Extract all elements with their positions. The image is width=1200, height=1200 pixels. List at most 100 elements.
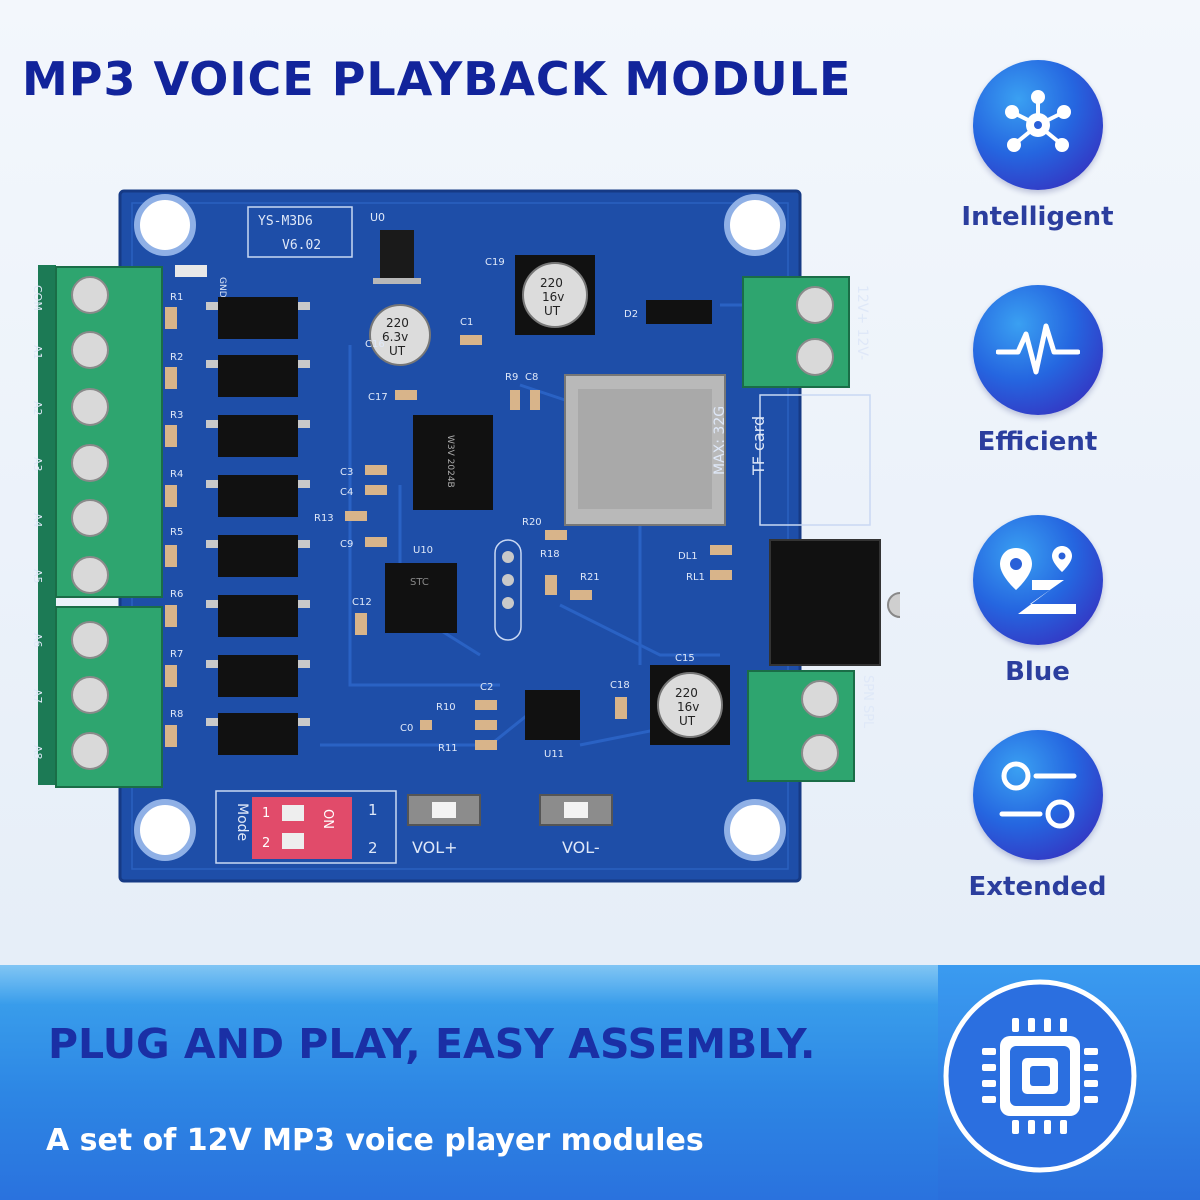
term-label-a3: A3 — [31, 457, 44, 472]
svg-text:UT: UT — [544, 304, 561, 318]
optocouplers — [218, 297, 298, 755]
svg-text:R9: R9 — [505, 372, 518, 383]
mount-hole-br — [724, 799, 786, 861]
u0-label: U0 — [370, 211, 385, 224]
svg-text:R20: R20 — [522, 517, 542, 528]
capacitor-bottom: 220 16v UT — [650, 665, 730, 745]
svg-text:STC: STC — [410, 577, 429, 588]
feature-label: Extended — [968, 872, 1107, 902]
term-label-a1: A1 — [31, 345, 44, 360]
r4-label: R4 — [170, 469, 183, 480]
svg-text:C12: C12 — [352, 597, 372, 608]
svg-text:R18: R18 — [540, 549, 560, 560]
vol-plus-label: VOL+ — [412, 838, 458, 857]
term-label-a2: A2 — [31, 401, 44, 416]
svg-text:2: 2 — [368, 839, 378, 857]
svg-text:R10: R10 — [436, 702, 456, 713]
svg-text:C16: C16 — [365, 339, 385, 350]
r5-label: R5 — [170, 527, 183, 538]
svg-text:C4: C4 — [340, 487, 353, 498]
feature-label: Intelligent — [961, 202, 1114, 232]
power-terminal — [742, 276, 850, 388]
r8-label: R8 — [170, 709, 183, 720]
vol-minus-label: VOL- — [562, 838, 600, 857]
mcu-chip — [385, 563, 457, 633]
vol-minus-button — [539, 794, 613, 826]
amplifier-chip — [525, 690, 580, 740]
component-labels: C1 C17 R9 C8 C3 C4 R13 C9 R20 R18 R21 DL… — [314, 317, 705, 754]
svg-text:W3V 2024B: W3V 2024B — [445, 435, 455, 488]
terminal-block-upper — [55, 266, 163, 598]
svg-text:R13: R13 — [314, 513, 334, 524]
main-chip — [413, 415, 493, 510]
svg-text:ON: ON — [320, 809, 335, 829]
r2-label: R2 — [170, 352, 183, 363]
opto-pins — [206, 302, 310, 726]
banner-subline: A set of 12V MP3 voice player modules — [46, 1123, 704, 1158]
svg-text:6.3v: 6.3v — [382, 330, 408, 344]
header-pins — [494, 539, 522, 641]
tf-card-label: TF card — [749, 416, 768, 476]
processor-chip-icon — [942, 978, 1138, 1174]
svg-text:C9: C9 — [340, 539, 353, 550]
capacitor-top: 220 16v UT — [515, 255, 595, 335]
feature-label: Efficient — [977, 427, 1098, 457]
svg-text:16v: 16v — [542, 290, 564, 304]
version-label: V6.02 — [282, 238, 321, 253]
svg-text:C8: C8 — [525, 372, 538, 383]
svg-text:DL1: DL1 — [678, 551, 698, 562]
svg-text:220: 220 — [540, 276, 563, 290]
mount-hole-bl — [134, 799, 196, 861]
r1-label: R1 — [170, 292, 183, 303]
mp3-module-board: YS-M3D6 V6.02 U0 GND COM A1 A2 A3 — [20, 185, 913, 905]
capacitor-left: 220 6.3v UT — [369, 304, 431, 366]
svg-text:U10: U10 — [413, 545, 433, 556]
svg-text:1: 1 — [262, 806, 270, 821]
svg-text:RL1: RL1 — [686, 572, 705, 583]
term-label-a8: A8 — [31, 745, 44, 760]
svg-text:C0: C0 — [400, 723, 413, 734]
svg-text:1: 1 — [368, 801, 378, 819]
gnd-led — [175, 265, 207, 277]
svg-text:UT: UT — [679, 714, 696, 728]
svg-text:C18: C18 — [610, 680, 630, 691]
svg-text:16v: 16v — [677, 700, 699, 714]
mount-hole-tr — [724, 194, 786, 256]
r3-label: R3 — [170, 410, 183, 421]
dip-mode-label: Mode — [234, 803, 250, 841]
svg-text:C1: C1 — [460, 317, 473, 328]
smd-components — [165, 307, 732, 750]
svg-text:UT: UT — [389, 344, 406, 358]
gnd-label: GND — [217, 277, 227, 298]
pulse-wave-icon — [972, 285, 1103, 415]
tf-max-label: MAX: 32G — [712, 406, 728, 475]
svg-text:R11: R11 — [438, 743, 458, 754]
feature-label: Blue — [1005, 657, 1070, 687]
svg-text:U11: U11 — [544, 749, 564, 760]
svg-text:220: 220 — [675, 686, 698, 700]
svg-text:C3: C3 — [340, 467, 353, 478]
banner-headline: PLUG AND PLAY, EASY ASSEMBLY. — [48, 1020, 816, 1068]
r7-label: R7 — [170, 649, 183, 660]
speaker-label: SPN SPL — [860, 675, 875, 729]
feature-blue: Blue — [945, 515, 1130, 705]
power-label: 12V+ 12V- — [854, 285, 870, 360]
model-label: YS-M3D6 — [258, 214, 313, 229]
term-label-a4: A4 — [31, 513, 44, 528]
audio-jack — [769, 539, 881, 666]
term-label-a6: A6 — [31, 633, 44, 648]
feature-intelligent: Intelligent — [945, 60, 1130, 250]
page-title: MP3 VOICE PLAYBACK MODULE — [22, 52, 852, 106]
location-route-icon — [972, 515, 1103, 645]
c19-label: C19 — [485, 257, 505, 268]
speaker-terminal — [747, 670, 855, 782]
terminal-rail — [38, 265, 56, 785]
term-label-a5: A5 — [31, 569, 44, 584]
feature-efficient: Efficient — [945, 285, 1130, 475]
network-nodes-icon — [972, 60, 1103, 190]
term-label-com: COM — [31, 285, 44, 311]
svg-text:C17: C17 — [368, 392, 388, 403]
c15-label: C15 — [675, 653, 695, 664]
mount-hole-tl — [134, 194, 196, 256]
board-svg: YS-M3D6 V6.02 U0 GND COM A1 A2 A3 — [31, 189, 913, 883]
